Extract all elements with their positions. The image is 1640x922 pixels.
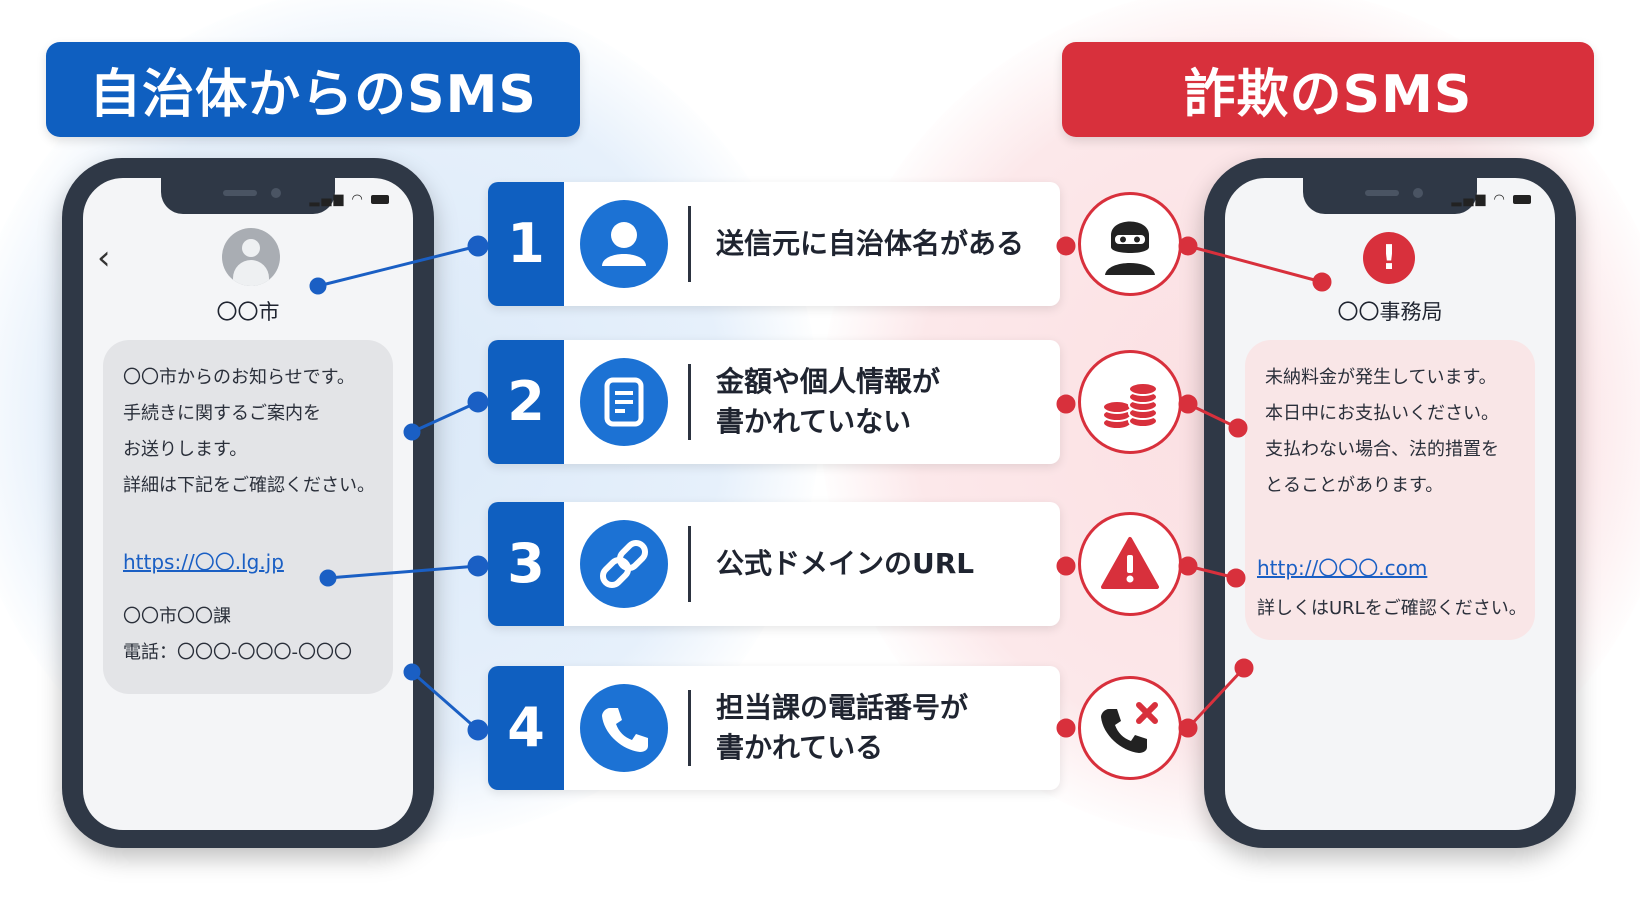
official-sms-banner: 自治体からのSMS [46, 42, 580, 137]
phone-screen: ▂▄▆ ◠ ! 〇〇事務局 未納料金が発生しています。 本日中にお支払いください… [1225, 178, 1555, 830]
point-number: 3 [488, 502, 564, 626]
message-bubble: 〇〇市からのお知らせです。 手続きに関するご案内を お送りします。 詳細は下記を… [103, 340, 393, 694]
point-card-2: 2 金額や個人情報が 書かれていない [488, 340, 1060, 464]
card-divider [688, 364, 691, 440]
point-number: 2 [488, 340, 564, 464]
message-line: 手続きに関するご案内を [123, 403, 321, 424]
point-text: 公式ドメインのURL [716, 502, 974, 626]
point-text-line: 金額や個人情報が [716, 365, 941, 398]
phone-notch [1303, 178, 1477, 214]
message-line: 〇〇市からのお知らせです。 [123, 367, 355, 388]
point-text-line: 送信元に自治体名がある [716, 227, 1025, 260]
point-number: 1 [488, 182, 564, 306]
official-url-link[interactable]: https://〇〇.lg.jp [123, 550, 284, 574]
point-text: 送信元に自治体名がある [716, 182, 1024, 306]
message-line: 本日中にお支払いください。 [1265, 403, 1499, 424]
card-divider [688, 690, 691, 766]
status-bar-icons: ▂▄▆ ◠ [1451, 192, 1531, 207]
document-icon [580, 358, 668, 446]
point-text-line: 公式ドメインのURL [716, 547, 975, 580]
message-bubble: 未納料金が発生しています。 本日中にお支払いください。 支払わない場合、法的措置… [1245, 340, 1535, 640]
sender-avatar-icon [222, 228, 280, 286]
message-line: お送りします。 [123, 439, 248, 460]
masked-thief-icon [1078, 192, 1182, 296]
department-name: 〇〇市〇〇課 [123, 606, 231, 627]
message-line: 詳細は下記をご確認ください。 [123, 475, 375, 496]
alert-icon: ! [1363, 232, 1415, 284]
card-divider [688, 526, 691, 602]
phone-screen: ▂▄▆ ◠ ‹ 〇〇市 〇〇市からのお知らせです。 手続きに関するご案内を お送… [83, 178, 413, 830]
fraud-sms-phone: ▂▄▆ ◠ ! 〇〇事務局 未納料金が発生しています。 本日中にお支払いください… [1204, 158, 1576, 848]
point-text-line: 担当課の電話番号が [716, 691, 969, 724]
phone-notch [161, 178, 335, 214]
sender-name: 〇〇事務局 [1337, 300, 1443, 324]
point-text-line: 書かれていない [716, 405, 912, 438]
message-line: とることがあります。 [1265, 475, 1444, 496]
point-number: 4 [488, 666, 564, 790]
phone-number: 電話：〇〇〇-〇〇〇-〇〇〇 [123, 642, 352, 663]
status-bar-icons: ▂▄▆ ◠ [309, 192, 389, 207]
point-text: 担当課の電話番号が 書かれている [716, 666, 968, 790]
card-divider [688, 206, 691, 282]
point-card-4: 4 担当課の電話番号が 書かれている [488, 666, 1060, 790]
warning-triangle-icon [1078, 512, 1182, 616]
point-text-line: 書かれている [716, 731, 884, 764]
suspicious-url-link[interactable]: http://〇〇〇.com [1257, 556, 1428, 580]
coin-stack-icon [1078, 350, 1182, 454]
message-line: 未納料金が発生しています。 [1265, 367, 1497, 388]
person-icon [580, 200, 668, 288]
message-line: 支払わない場合、法的措置を [1265, 439, 1499, 460]
phone-icon [580, 684, 668, 772]
back-chevron-icon[interactable]: ‹ [97, 238, 111, 278]
fraud-sms-banner: 詐欺のSMS [1062, 42, 1594, 137]
link-icon [580, 520, 668, 608]
point-card-3: 3 公式ドメインのURL [488, 502, 1060, 626]
sender-name: 〇〇市 [216, 300, 280, 324]
phone-cross-icon [1078, 676, 1182, 780]
url-note: 詳しくはURLをご確認ください。 [1257, 598, 1527, 619]
point-card-1: 1 送信元に自治体名がある [488, 182, 1060, 306]
point-text: 金額や個人情報が 書かれていない [716, 340, 940, 464]
